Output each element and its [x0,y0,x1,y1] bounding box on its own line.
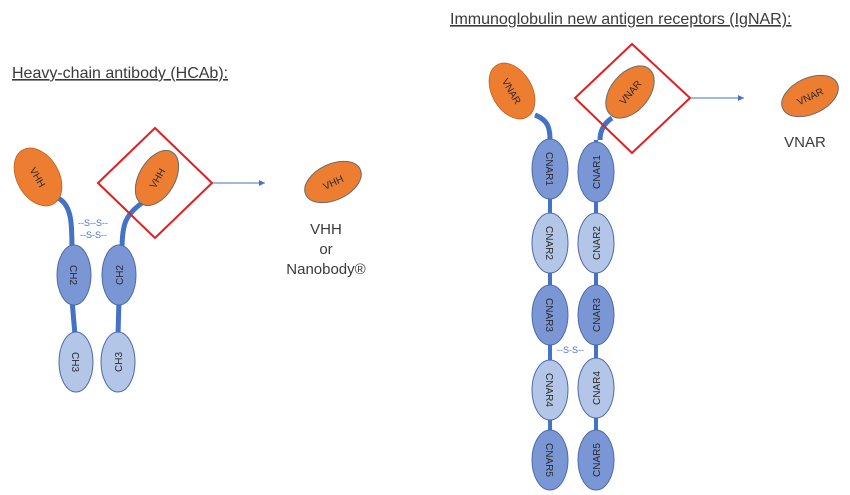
ignar-highlight-box [573,42,692,155]
ignar-left-hinge [533,112,553,141]
svg-text:CNAR2: CNAR2 [592,226,603,260]
hcab-right-linker [115,299,122,336]
svg-text:CNAR1: CNAR1 [543,152,554,186]
ignar-right-cnar3: CNAR3 [577,284,615,346]
svg-text:CNAR5: CNAR5 [592,443,603,477]
hcab-right-ch3: CH3 [100,331,136,393]
hcab-left-ch2: CH2 [56,244,92,306]
svg-text:CNAR1: CNAR1 [592,155,603,189]
hcab-right-hinge [119,200,144,251]
ignar-left-cnar2: CNAR2 [531,212,569,274]
ignar-right-hinge [597,115,614,141]
ignar-right-cnar2: CNAR2 [577,212,615,274]
ignar-disulfide: --S-S-- [557,345,584,355]
ignar-right-cnar4: CNAR4 [577,357,615,419]
hcab-result-nanobody: Nanobody® [286,261,365,278]
svg-text:CNAR4: CNAR4 [592,371,603,405]
ignar-left-cnar5: CNAR5 [531,429,569,491]
svg-text:CNAR5: CNAR5 [543,443,554,477]
svg-text:CH2: CH2 [67,265,78,285]
hcab-disulfide-1: --S--S-- [78,218,108,228]
svg-text:CNAR3: CNAR3 [543,298,554,332]
svg-text:CNAR2: CNAR2 [543,226,554,260]
ignar-left-cnar3: CNAR3 [531,284,569,346]
ignar-title: Immunoglobulin new antigen receptors (Ig… [450,11,792,28]
hcab-isolated-vhh: VHH [304,160,362,204]
svg-text:CH2: CH2 [115,265,126,285]
ignar-right-cnar1: CNAR1 [577,141,615,203]
ignar-right-vnar: VNAR [605,65,655,119]
hcab-disulfide-2: --S-S-- [80,230,107,240]
svg-text:CNAR3: CNAR3 [592,298,603,332]
hcab-result-or: or [319,241,332,258]
hcab-left-linker [69,299,78,336]
hcab-right-ch2: CH2 [101,244,137,306]
svg-text:CNAR4: CNAR4 [543,373,554,407]
ignar-isolated-vnar: VNAR [781,74,839,118]
hcab-left-hinge [56,195,75,251]
hcab-title: Heavy-chain antibody (HCAb): [12,65,228,82]
ignar-result-label: VNAR [784,134,826,151]
svg-text:CH3: CH3 [69,352,80,372]
ignar-left-vnar: VNAR [488,62,536,120]
hcab-right-vhh: VHH [134,150,180,206]
hcab-left-vhh: VHH [13,147,63,207]
hcab-result-vhh: VHH [310,221,342,238]
ignar-left-cnar4: CNAR4 [531,359,569,421]
ignar-right-cnar5: CNAR5 [577,429,615,491]
hcab-highlight-box [96,126,214,240]
hcab-left-ch3: CH3 [58,331,94,393]
ignar-left-cnar1: CNAR1 [531,138,569,200]
svg-text:CH3: CH3 [114,352,125,372]
